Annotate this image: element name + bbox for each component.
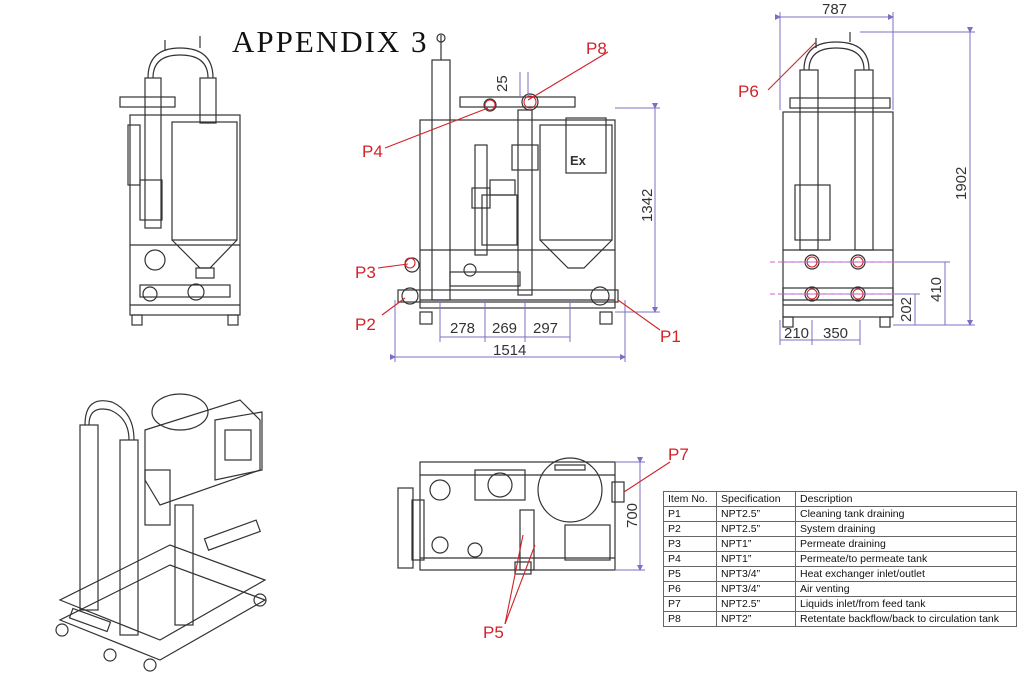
callout-leaders	[377, 41, 864, 625]
dim-front-total-width: 1514	[493, 342, 526, 359]
dim-front-height: 1342	[639, 189, 656, 222]
front-dimensions	[390, 72, 660, 362]
spec-spec: NPT3/4”	[716, 581, 796, 597]
callout-p1: P1	[660, 327, 681, 346]
spec-desc: System draining	[795, 521, 1017, 537]
callout-p2: P2	[355, 315, 376, 334]
spec-item: P7	[663, 596, 717, 612]
spec-desc: Retentate backflow/back to circulation t…	[795, 611, 1017, 627]
spec-spec: NPT3/4”	[716, 566, 796, 582]
spec-item: P1	[663, 506, 717, 522]
spec-desc: Heat exchanger inlet/outlet	[795, 566, 1017, 582]
spec-desc: Liquids inlet/from feed tank	[795, 596, 1017, 612]
spec-item: P3	[663, 536, 717, 552]
spec-spec: NPT2.5”	[716, 521, 796, 537]
dim-top-depth: 700	[624, 503, 641, 528]
callout-p5: P5	[483, 623, 504, 642]
page-title: APPENDIX 3	[232, 24, 429, 59]
front-elevation-view: Ex	[397, 33, 619, 325]
callout-p4: P4	[362, 142, 383, 161]
spec-spec: NPT2”	[716, 611, 796, 627]
spec-item: P2	[663, 521, 717, 537]
side-elevation-view	[782, 32, 894, 328]
callout-p8: P8	[586, 39, 607, 58]
top-plan-view	[397, 457, 625, 575]
dim-side-width: 787	[822, 1, 847, 18]
spec-desc: Air venting	[795, 581, 1017, 597]
spec-desc: Permeate/to permeate tank	[795, 551, 1017, 567]
callout-p6: P6	[738, 82, 759, 101]
dim-front-seg2: 269	[492, 320, 517, 337]
dim-side-height: 1902	[953, 167, 970, 200]
left-elevation-view	[119, 36, 241, 326]
dim-side-350: 350	[823, 325, 848, 342]
spec-item: P8	[663, 611, 717, 627]
spec-spec: NPT1”	[716, 551, 796, 567]
callout-dashed	[770, 261, 895, 295]
dim-side-210: 210	[784, 325, 809, 342]
spec-desc: Permeate draining	[795, 536, 1017, 552]
dim-front-top: 25	[494, 75, 511, 92]
spec-spec: NPT2.5”	[716, 596, 796, 612]
spec-table-header-row: Item No. Specification Description	[663, 491, 1017, 507]
spec-header-item: Item No.	[663, 491, 717, 507]
callout-p3: P3	[355, 263, 376, 282]
top-plan-dimensions	[615, 457, 645, 571]
spec-header-description: Description	[795, 491, 1017, 507]
dim-side-410: 410	[928, 277, 945, 302]
callout-p7: P7	[668, 445, 689, 464]
spec-header-specification: Specification	[716, 491, 796, 507]
spec-desc: Cleaning tank draining	[795, 506, 1017, 522]
spec-item: P6	[663, 581, 717, 597]
spec-item: P5	[663, 566, 717, 582]
spec-spec: NPT2.5”	[716, 506, 796, 522]
dim-front-seg3: 297	[533, 320, 558, 337]
side-dimensions	[775, 12, 975, 345]
isometric-view	[55, 393, 267, 672]
dim-side-202: 202	[898, 297, 915, 322]
dim-front-seg1: 278	[450, 320, 475, 337]
spec-item: P4	[663, 551, 717, 567]
spec-spec: NPT1”	[716, 536, 796, 552]
svg-text:Ex: Ex	[570, 153, 587, 168]
